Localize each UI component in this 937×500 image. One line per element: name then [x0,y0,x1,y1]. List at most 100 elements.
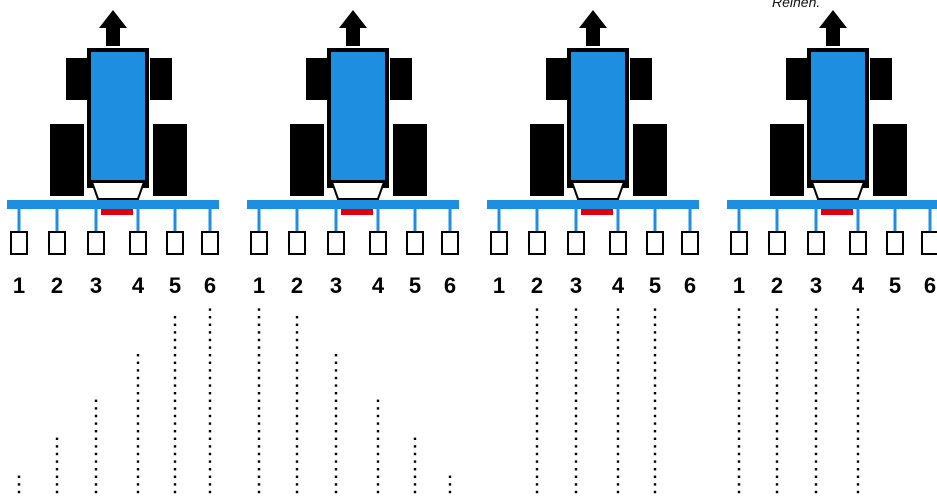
seed-dot [574,407,578,410]
row-unit-box [528,231,546,255]
seed-dot [94,445,98,448]
seed-dot [55,445,59,448]
seed-dot [616,490,620,494]
seed-dot [257,490,261,494]
seed-dot [136,384,140,387]
seed-dot [574,346,578,349]
seed-dot [535,354,539,357]
seed-dot [413,460,417,463]
rear-right-tire [153,124,187,196]
seed-dot [295,384,299,387]
seed-dot [737,346,741,349]
rear-right-tire [633,124,667,196]
seed-dot [775,392,779,395]
seed-dot [136,452,140,456]
seed-dot [295,430,299,433]
seed-dot [295,316,299,319]
tractor-body [571,52,625,180]
boom-bar [7,200,219,209]
seed-dot [413,475,417,478]
front-left-tire [66,58,88,100]
seed-dot [535,399,539,402]
seed-dot [653,392,657,395]
seed-line-row-6 [208,308,212,494]
tractor-unit-1 [7,10,219,494]
row-unit-box [87,231,105,255]
row-label: 1 [12,273,26,298]
seed-dot [257,346,261,349]
seed-dot [653,414,657,418]
seed-dot [17,475,21,478]
seed-dot [257,323,261,326]
seed-dot [856,430,860,433]
direction-arrow-icon [99,10,127,46]
seed-dot [814,354,818,357]
seed-dot [334,354,338,357]
boom-bar [727,200,937,209]
row-shank [295,209,299,231]
seed-dot [257,316,261,319]
seed-dot [856,392,860,395]
seed-dot [737,430,741,433]
seed-line-row-2 [775,308,779,494]
direction-arrow-icon [339,10,367,46]
seed-dot [257,376,261,380]
seed-dot [448,483,452,486]
seed-dot [616,445,620,448]
front-right-tire [630,58,652,100]
seed-dot [574,316,578,319]
center-marker [821,209,853,215]
seed-dot [173,490,177,494]
seed-dot [173,384,177,387]
seed-line-row-3 [814,308,818,494]
seed-dot [814,475,818,478]
seed-dot [257,475,261,478]
seed-dot [856,452,860,456]
seed-dot [535,308,539,311]
seed-dot [856,445,860,448]
seed-dot [535,331,539,334]
seed-dot [737,331,741,334]
row-shank [136,209,140,231]
row-unit-box [166,231,184,255]
rear-left-tire [770,124,804,196]
row-label: 4 [371,273,385,298]
seed-dot [295,338,299,342]
seed-dot [775,323,779,326]
front-left-tire [306,58,328,100]
seed-dot [574,414,578,418]
seed-dot [295,346,299,349]
seed-dot [94,490,98,494]
seed-dot [208,323,212,326]
seed-dot [737,422,741,425]
seed-dot [535,452,539,456]
row-label: 5 [888,273,902,298]
row-shank [497,209,501,231]
seed-dot [775,361,779,364]
seed-dot [173,407,177,410]
seed-dot [173,437,177,440]
seed-dot [376,468,380,471]
row-unit-box [886,231,904,255]
seed-line-row-5 [413,437,417,494]
seed-dot [814,414,818,418]
seed-dot [173,354,177,357]
direction-arrow-icon [579,10,607,46]
seed-dot [208,316,212,319]
front-left-tire [546,58,568,100]
seed-dot [173,414,177,418]
seed-dot [334,369,338,372]
seed-line-row-1 [17,475,21,494]
seed-dot [653,490,657,494]
seed-dot [535,384,539,387]
seed-dot [574,430,578,433]
seed-dot [737,369,741,372]
seed-dot [94,399,98,402]
seed-dot [257,452,261,456]
seed-dot [535,369,539,372]
seed-dot [535,445,539,448]
seed-dot [208,445,212,448]
seed-dot [17,483,21,486]
center-marker [341,209,373,215]
seed-dot [775,430,779,433]
